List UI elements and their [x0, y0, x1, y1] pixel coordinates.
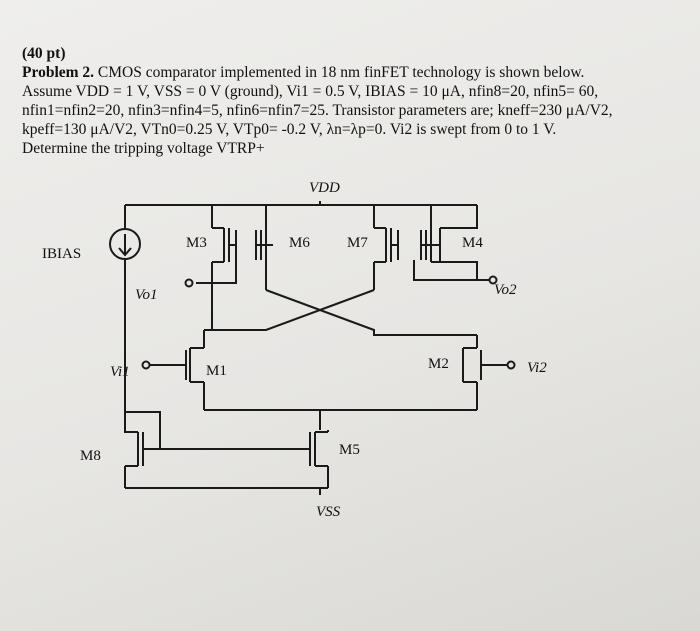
m7-transistor [373, 227, 399, 290]
m2-label: M2 [428, 356, 449, 372]
m6-transistor [255, 228, 273, 290]
m3-transistor [211, 227, 237, 320]
vo1-terminal [184, 278, 194, 288]
problem-title: Problem 2. [22, 64, 95, 81]
m4-label: M4 [462, 235, 483, 251]
vi1-label: Vi1 [110, 364, 130, 380]
vss-label: VSS [316, 504, 341, 520]
m5-label: M5 [339, 442, 360, 458]
m2-transistor [462, 335, 508, 410]
problem-text: (40 pt) Problem 2. CMOS comparator imple… [22, 44, 694, 158]
tail-node-wire [204, 409, 477, 430]
m3-label: M3 [186, 235, 207, 251]
problem-line-3: nfin1=nfin2=20, nfin3=nfin4=5, nfin6=nfi… [22, 102, 613, 119]
m6-label: M6 [289, 235, 310, 251]
vo2-terminal [488, 275, 498, 285]
m1-label: M1 [206, 363, 227, 379]
vi2-label: Vi2 [527, 360, 547, 376]
vi2-terminal [506, 360, 516, 370]
vdd-label: VDD [309, 180, 340, 196]
m8-diode-wire [125, 411, 161, 449]
m4-transistor [420, 228, 441, 263]
m1-transistor [178, 330, 205, 410]
cross-wire-left [265, 289, 477, 336]
m5-transistor [309, 430, 329, 488]
vo2-label: Vo2 [494, 282, 517, 298]
problem-line-1: CMOS comparator implemented in 18 nm fin… [97, 64, 585, 81]
problem-line-5: Determine the tripping voltage VTRP+ [22, 140, 265, 157]
vi1-terminal [141, 360, 151, 370]
ibias-label: IBIAS [42, 246, 81, 262]
ibias-arrow-icon [118, 234, 132, 257]
m3-gate-wire [196, 260, 237, 284]
m7-label: M7 [347, 235, 368, 251]
m8-label: M8 [80, 448, 101, 464]
m8-transistor [124, 412, 310, 488]
vss-rail [125, 487, 328, 495]
problem-points: (40 pt) [22, 45, 66, 62]
vo1-label: Vo1 [135, 287, 158, 303]
cross-wire-right [204, 289, 375, 331]
problem-line-2: Assume VDD = 1 V, VSS = 0 V (ground), Vi… [22, 83, 599, 100]
problem-line-4: kpeff=130 μA/V2, VTn0=0.25 V, VTp0= -0.2… [22, 121, 557, 138]
vdd-rail [124, 201, 477, 228]
m4-drain-wire [413, 205, 478, 281]
